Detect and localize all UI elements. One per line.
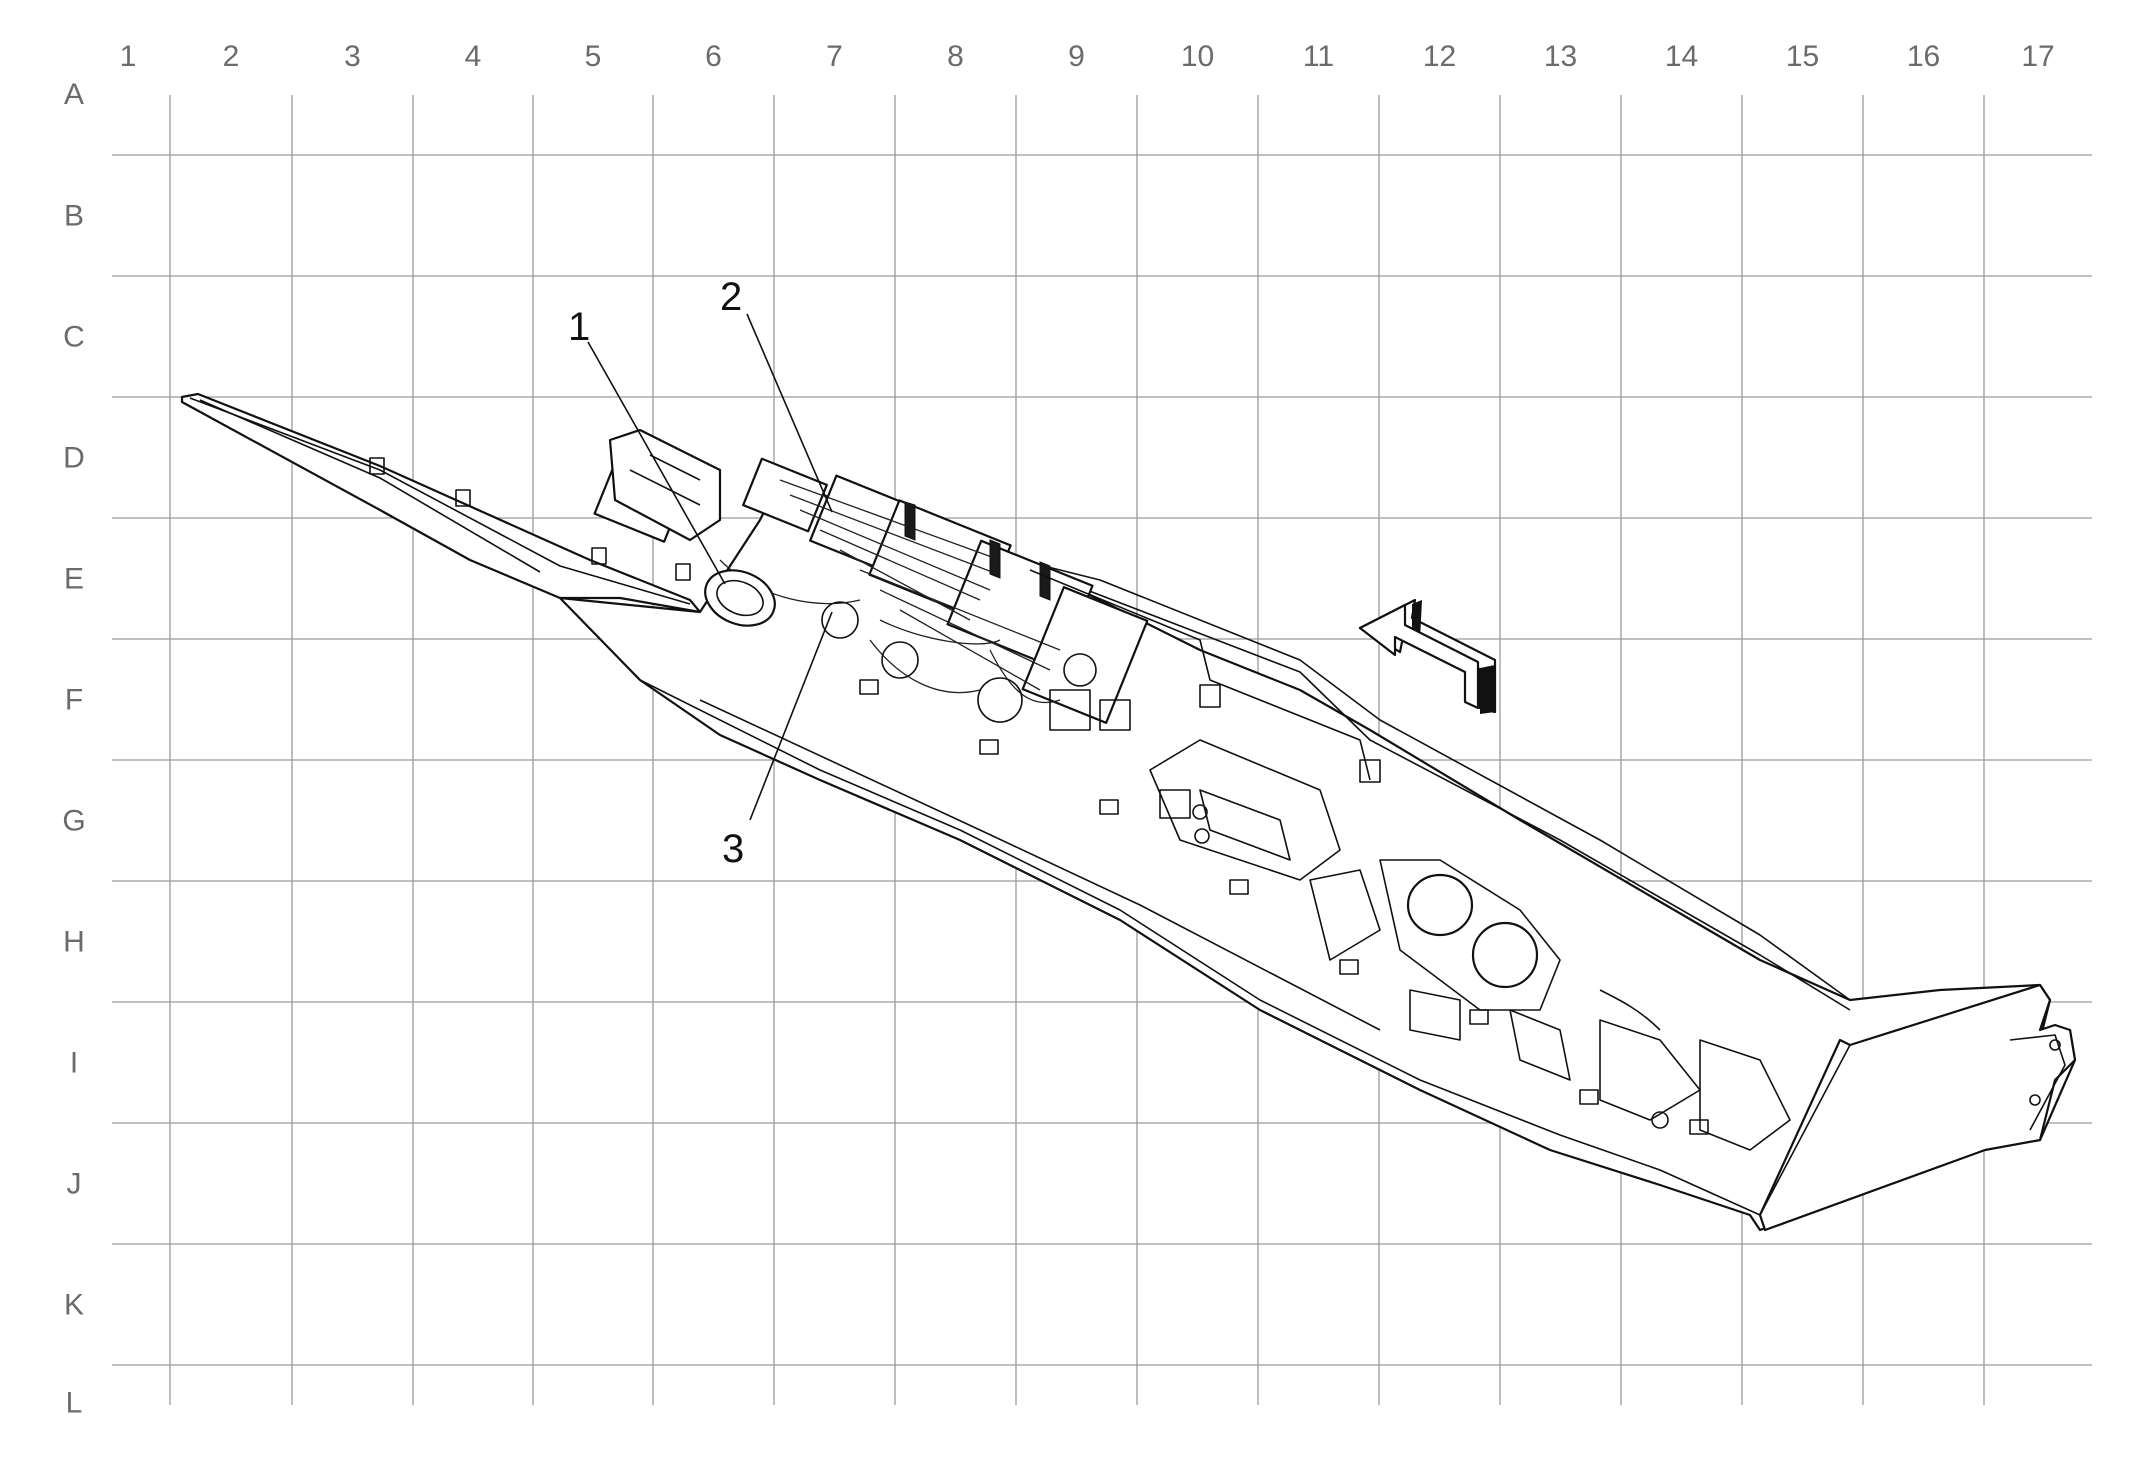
row-label: C xyxy=(63,321,85,354)
callout-2: 2 xyxy=(720,275,742,319)
cup-holder-front xyxy=(1406,873,1474,937)
column-label: 8 xyxy=(947,40,964,73)
row-label: F xyxy=(65,684,83,717)
row-label: J xyxy=(67,1168,82,1201)
column-label: 2 xyxy=(223,40,240,73)
leader-2 xyxy=(746,313,833,513)
leader-3 xyxy=(749,611,833,821)
column-label: 11 xyxy=(1303,40,1334,73)
column-label: 3 xyxy=(344,40,361,73)
row-labels: A B C D E F G H I J K L xyxy=(62,78,85,1420)
upper-bracket xyxy=(608,428,722,542)
cup-holder-rear xyxy=(1471,921,1539,989)
column-label: 13 xyxy=(1544,40,1577,73)
row-label: D xyxy=(63,442,85,475)
row-label: L xyxy=(66,1387,83,1420)
column-label: 5 xyxy=(585,40,602,73)
row-label: E xyxy=(64,563,84,596)
column-label: 4 xyxy=(465,40,482,73)
forward-direction-arrow-icon xyxy=(1358,598,1497,714)
column-label: 17 xyxy=(2021,40,2054,73)
column-label: 14 xyxy=(1665,40,1698,73)
column-label: 10 xyxy=(1181,40,1214,73)
column-label: 9 xyxy=(1068,40,1085,73)
leader-1 xyxy=(587,341,726,585)
column-label: 7 xyxy=(826,40,843,73)
column-label: 12 xyxy=(1423,40,1456,73)
row-label: K xyxy=(64,1289,84,1322)
rear-end-box xyxy=(1758,983,2077,1232)
column-label: 1 xyxy=(120,40,137,73)
callout-1: 1 xyxy=(568,305,590,349)
column-label: 16 xyxy=(1907,40,1940,73)
callout-leaders xyxy=(587,313,833,821)
column-label: 6 xyxy=(705,40,722,73)
callout-3: 3 xyxy=(722,827,744,871)
row-label: H xyxy=(63,926,85,959)
row-label: I xyxy=(70,1047,78,1080)
row-label: G xyxy=(62,805,85,838)
row-label: A xyxy=(64,78,84,111)
row-label: B xyxy=(64,200,84,233)
column-label: 15 xyxy=(1786,40,1819,73)
console-assembly xyxy=(180,392,2077,1232)
